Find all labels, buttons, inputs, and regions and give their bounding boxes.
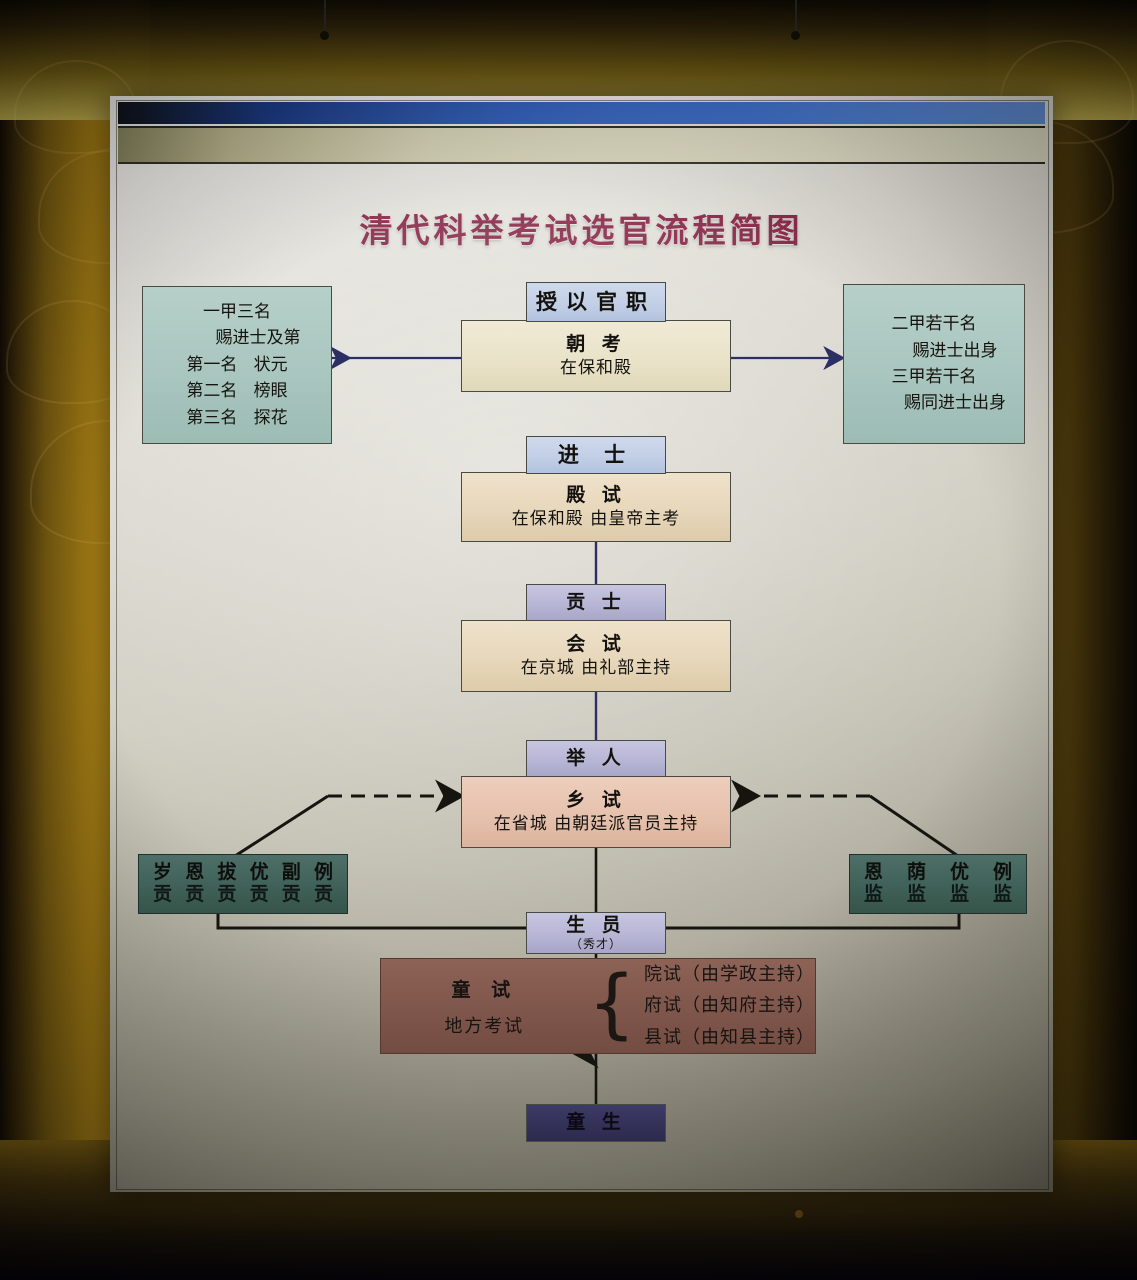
gongsheng-top-5: 例 xyxy=(313,861,333,884)
node-provincial-exam[interactable]: 乡 试 在省城 由朝廷派官员主持 xyxy=(461,776,731,848)
first-rank-line-5: 第三名 探花 xyxy=(186,407,288,428)
second-rank-line-1: 二甲若干名 xyxy=(891,314,977,335)
gongsheng-top-3: 优 xyxy=(249,861,269,884)
first-rank-line-2: 赐进士及第 xyxy=(215,328,301,349)
gongsheng-top-2: 拔 xyxy=(217,861,237,884)
node-gongshi-label: 贡 士 xyxy=(566,591,626,614)
poster-panel: 清代科举考试选官流程简图 授以官职 朝 考 在保和殿 一甲三名 赐进士及第 第一… xyxy=(110,96,1053,1192)
gongsheng-bottom-0: 贡 xyxy=(153,883,173,905)
second-rank-line-2: 赐进士出身 xyxy=(912,340,998,361)
gongsheng-bottom-row: 贡 贡 贡 贡 贡 贡 xyxy=(139,883,347,906)
node-metropolitan-exam-detail: 在京城 由礼部主持 xyxy=(520,657,672,678)
gongsheng-top-4: 副 xyxy=(281,861,301,884)
tongshi-item-2: 县试（由知县主持） xyxy=(644,1026,815,1048)
nail-bottom xyxy=(795,1210,803,1218)
node-jinshi[interactable]: 进 士 xyxy=(526,436,666,474)
jiansheng-bottom-2: 监 xyxy=(949,883,969,905)
first-rank-line-3: 第一名 状元 xyxy=(186,354,288,375)
gongsheng-top-0: 岁 xyxy=(153,861,173,884)
gongsheng-top-1: 恩 xyxy=(185,861,205,884)
node-provincial-exam-title: 乡 试 xyxy=(566,789,626,812)
jiansheng-top-0: 恩 xyxy=(864,861,884,884)
first-rank-line-1: 一甲三名 xyxy=(203,302,271,323)
panel-jiansheng-types[interactable]: 恩 荫 优 例 监 监 监 监 xyxy=(849,854,1027,914)
nail-right xyxy=(791,31,800,40)
node-metropolitan-exam-title: 会 试 xyxy=(566,633,626,656)
gongsheng-bottom-4: 贡 xyxy=(281,883,301,905)
tongshi-item-0: 院试（由学政主持） xyxy=(644,963,815,985)
node-shengyuan-label: 生 员 xyxy=(566,913,626,936)
panel-second-third-rank[interactable]: 二甲若干名 赐进士出身 三甲若干名 赐同进士出身 xyxy=(843,284,1025,444)
tongshi-subtitle: 地方考试 xyxy=(444,1015,525,1037)
jiansheng-bottom-row: 监 监 监 监 xyxy=(850,883,1026,906)
node-gongshi[interactable]: 贡 士 xyxy=(526,584,666,622)
jiansheng-top-1: 荫 xyxy=(906,861,926,884)
gongsheng-bottom-3: 贡 xyxy=(249,883,269,905)
first-rank-line-4: 第二名 榜眼 xyxy=(186,381,288,402)
jiansheng-bottom-1: 监 xyxy=(906,883,926,905)
jiansheng-top-3: 例 xyxy=(992,861,1012,884)
jiansheng-top-2: 优 xyxy=(949,861,969,884)
nail-left xyxy=(320,31,329,40)
node-juren-label: 举 人 xyxy=(566,747,626,770)
jiansheng-bottom-0: 监 xyxy=(864,883,884,905)
node-tongsheng[interactable]: 童 生 xyxy=(526,1104,666,1142)
node-shengyuan-sublabel: （秀才） xyxy=(569,937,622,952)
node-provincial-exam-detail: 在省城 由朝廷派官员主持 xyxy=(493,813,699,834)
hanging-wire-right xyxy=(795,0,797,34)
panel-gongsheng-types[interactable]: 岁 恩 拔 优 副 例 贡 贡 贡 贡 贡 贡 xyxy=(138,854,348,914)
node-tongshi-group[interactable]: 童 试 地方考试 { 院试（由学政主持） 府试（由知府主持） 县试（由知县主持） xyxy=(380,958,816,1054)
tongshi-items: 院试（由学政主持） 府试（由知府主持） 县试（由知县主持） xyxy=(644,959,815,1054)
node-juren[interactable]: 举 人 xyxy=(526,740,666,778)
brace-icon: { xyxy=(587,957,636,1047)
gongsheng-bottom-1: 贡 xyxy=(185,883,205,905)
gongsheng-bottom-5: 贡 xyxy=(313,883,333,905)
node-metropolitan-exam[interactable]: 会 试 在京城 由礼部主持 xyxy=(461,620,731,692)
tongshi-label-block: 童 试 地方考试 xyxy=(381,975,588,1038)
node-palace-exam-detail: 在保和殿 由皇帝主考 xyxy=(511,508,681,529)
third-rank-line-1: 三甲若干名 xyxy=(891,367,977,387)
tongshi-name: 童 试 xyxy=(451,978,518,1001)
panel-first-rank[interactable]: 一甲三名 赐进士及第 第一名 状元 第二名 榜眼 第三名 探花 xyxy=(142,286,332,444)
hanging-wire-left xyxy=(324,0,326,34)
node-court-exam-title: 朝 考 xyxy=(566,333,626,356)
jiansheng-bottom-3: 监 xyxy=(992,883,1012,905)
node-appointment-label: 授以官职 xyxy=(536,289,656,314)
gongsheng-bottom-2: 贡 xyxy=(217,883,237,905)
gongsheng-top-row: 岁 恩 拔 优 副 例 xyxy=(139,861,347,884)
node-palace-exam-title: 殿 试 xyxy=(566,484,626,507)
node-court-exam[interactable]: 朝 考 在保和殿 xyxy=(461,320,731,392)
node-tongsheng-label: 童 生 xyxy=(566,1111,626,1134)
jiansheng-top-row: 恩 荫 优 例 xyxy=(850,861,1026,884)
third-rank-line-2: 赐同进士出身 xyxy=(904,393,1006,414)
tongshi-item-1: 府试（由知府主持） xyxy=(644,995,815,1017)
node-court-exam-detail: 在保和殿 xyxy=(560,357,632,378)
node-palace-exam[interactable]: 殿 试 在保和殿 由皇帝主考 xyxy=(461,472,731,542)
node-shengyuan[interactable]: 生 员 （秀才） xyxy=(526,912,666,954)
node-appointment[interactable]: 授以官职 xyxy=(526,282,666,322)
node-jinshi-label: 进 士 xyxy=(557,442,635,467)
